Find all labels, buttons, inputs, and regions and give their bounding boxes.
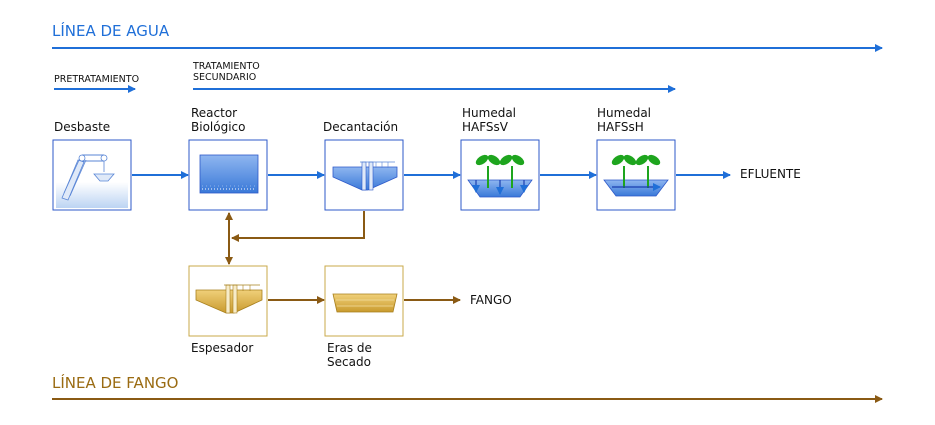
unit-reactor-line2: Biológico — [191, 120, 245, 134]
unit-desbaste-label: Desbaste — [54, 120, 110, 134]
sludge-recirculation-arrow — [231, 211, 365, 242]
unit-espesador-label: Espesador — [191, 341, 253, 355]
stage-pretratamiento-label: PRETRATAMIENTO — [54, 74, 139, 85]
fango-label: FANGO — [470, 293, 512, 307]
screen-icon — [56, 154, 128, 208]
unit-reactor-label: Reactor Biológico — [191, 106, 245, 134]
unit-eras-line1: Eras de — [327, 341, 372, 355]
unit-desbaste-box — [52, 139, 132, 211]
horizontal-wetland-icon — [603, 154, 669, 197]
efluente-label: EFLUENTE — [740, 167, 801, 181]
clarifier-icon — [332, 161, 398, 191]
water-line-title: LÍNEA DE AGUA — [52, 21, 170, 40]
unit-eras-box — [324, 265, 404, 337]
unit-humedal-h-line2: HAFSsH — [597, 120, 644, 134]
unit-humedal-v-line2: HAFSsV — [462, 120, 509, 134]
unit-decantacion-label: Decantación — [323, 120, 398, 134]
unit-eras-label: Eras de Secado — [327, 341, 376, 369]
unit-humedal-h-line1: Humedal — [597, 106, 651, 120]
stage-tratamiento-line1: TRATAMIENTO — [192, 61, 260, 72]
unit-espesador-line1: Espesador — [191, 341, 253, 355]
unit-espesador-box — [188, 265, 268, 337]
stage-tratamiento-line2: SECUNDARIO — [193, 72, 256, 83]
stage-tratamiento-label: TRATAMIENTO SECUNDARIO — [192, 61, 263, 83]
unit-eras-line2: Secado — [327, 355, 371, 369]
drying-bed-icon — [332, 293, 398, 313]
unit-humedal-v-box — [460, 139, 540, 211]
unit-desbaste-line1: Desbaste — [54, 120, 110, 134]
sludge-line-title: LÍNEA DE FANGO — [52, 373, 178, 392]
thickener-icon — [195, 284, 263, 314]
unit-humedal-h-label: Humedal HAFSsH — [597, 106, 655, 134]
unit-decantacion-line1: Decantación — [323, 120, 398, 134]
unit-reactor-box — [188, 139, 268, 211]
unit-humedal-v-line1: Humedal — [462, 106, 516, 120]
unit-decantacion-box — [324, 139, 404, 211]
vertical-wetland-icon — [467, 154, 533, 198]
unit-humedal-v-label: Humedal HAFSsV — [462, 106, 520, 134]
unit-humedal-h-box — [596, 139, 676, 211]
reactor-tank-icon — [199, 154, 259, 194]
unit-reactor-line1: Reactor — [191, 106, 237, 120]
